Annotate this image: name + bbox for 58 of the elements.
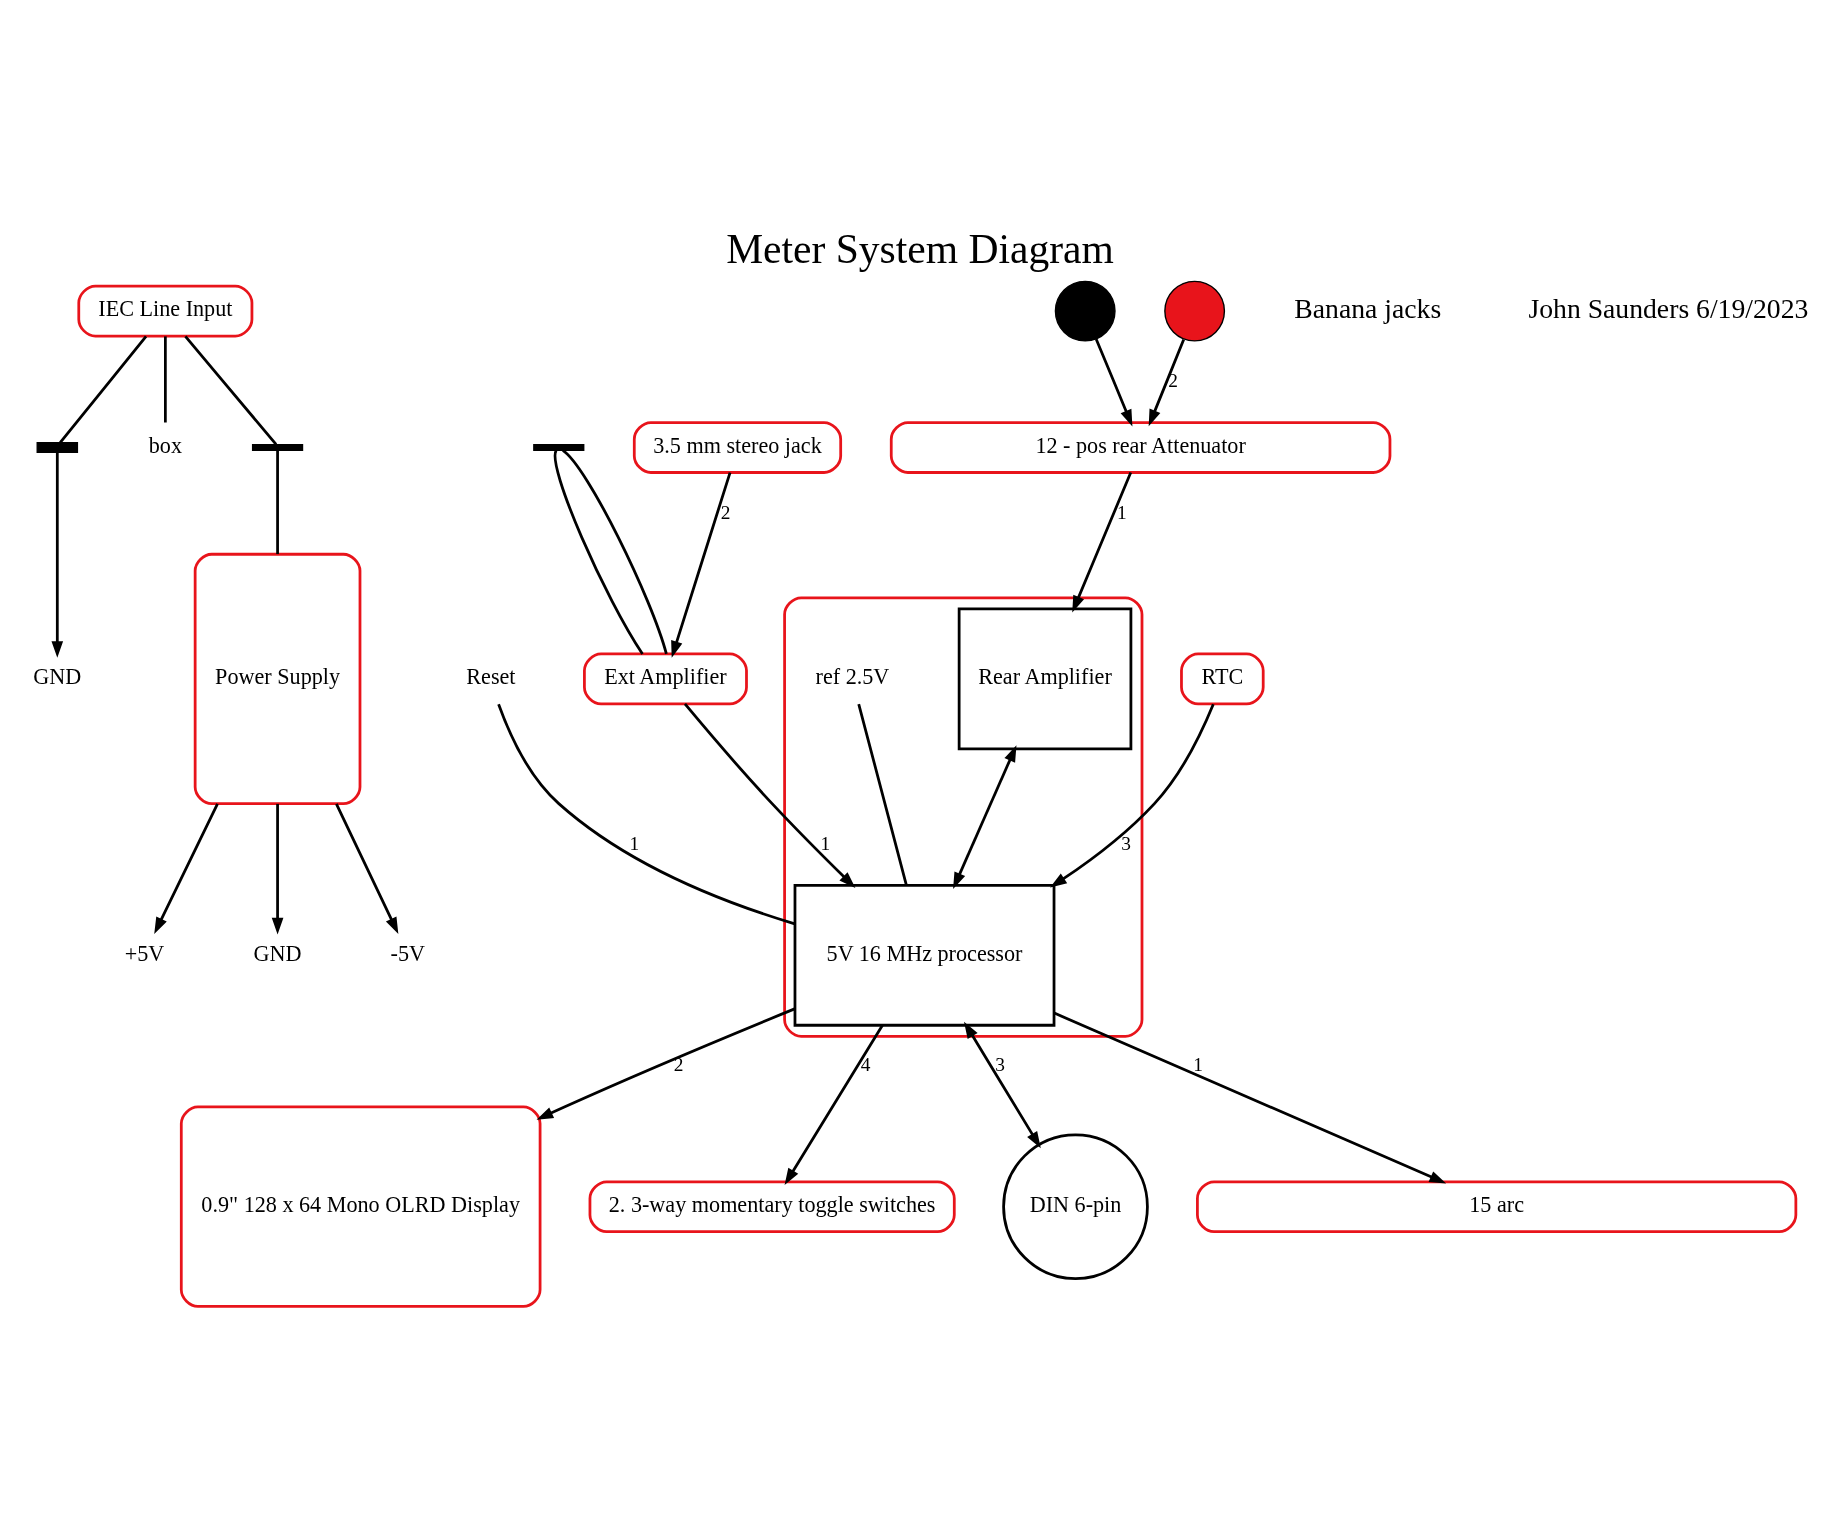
node-circle bbox=[1054, 280, 1116, 342]
arrow bbox=[1148, 338, 1185, 426]
node-box: 12 - pos rear Attenuator bbox=[889, 420, 1392, 474]
edge-label: 2 bbox=[1168, 369, 1179, 391]
node-box: 5V 16 MHz processor bbox=[793, 883, 1056, 1027]
node-box: 3.5 mm stereo jack bbox=[632, 420, 843, 474]
edge-label: 4 bbox=[860, 1053, 871, 1075]
node-box: Ext Amplifier bbox=[583, 652, 748, 705]
node-text: -5V bbox=[390, 940, 426, 966]
edge-label: 3 bbox=[1121, 832, 1131, 854]
edge-label: 1 bbox=[629, 832, 640, 854]
arrow bbox=[1072, 471, 1133, 612]
arrow bbox=[1094, 337, 1133, 426]
arrow bbox=[953, 744, 1017, 889]
node-text: GND bbox=[253, 940, 302, 966]
node-box: Power Supply bbox=[193, 552, 362, 805]
node-box: Rear Amplifier bbox=[957, 607, 1133, 750]
node-switch bbox=[251, 443, 304, 451]
node-circle bbox=[1164, 280, 1226, 342]
connector bbox=[857, 703, 908, 885]
arrow bbox=[271, 803, 284, 934]
node-box: 15 arc bbox=[1196, 1179, 1798, 1233]
connector bbox=[561, 448, 668, 654]
edge-label: 2 bbox=[720, 501, 731, 522]
connector bbox=[553, 449, 644, 655]
connector bbox=[184, 335, 278, 445]
arrow bbox=[671, 471, 732, 658]
connector bbox=[497, 703, 796, 925]
node-box: 0.9" 128 x 64 Mono OLRD Display bbox=[179, 1105, 542, 1308]
label: Banana jacks bbox=[1294, 292, 1442, 324]
arrow bbox=[536, 1007, 796, 1120]
arrow bbox=[683, 702, 856, 888]
label: John Saunders 6/19/2023 bbox=[1528, 292, 1809, 324]
arrow bbox=[154, 802, 219, 934]
arrow bbox=[335, 802, 399, 934]
edge-label: 1 bbox=[820, 832, 831, 854]
edge-label: 1 bbox=[1117, 501, 1127, 522]
edge-label: 1 bbox=[1193, 1053, 1203, 1075]
node-text: box bbox=[148, 432, 182, 458]
arrow bbox=[964, 1021, 1041, 1148]
node-text: Reset bbox=[466, 663, 516, 689]
node-text: GND bbox=[33, 663, 82, 689]
node-switch bbox=[533, 443, 585, 451]
arrow bbox=[1053, 1011, 1447, 1183]
node-box: IEC Line Input bbox=[77, 284, 254, 337]
diagram-title: Meter System Diagram bbox=[726, 225, 1114, 272]
arrow bbox=[784, 1024, 884, 1185]
node-box: RTC bbox=[1180, 652, 1265, 705]
node-capacitor bbox=[36, 441, 79, 453]
arrow bbox=[51, 452, 64, 658]
connector bbox=[59, 335, 148, 444]
connector bbox=[163, 335, 167, 422]
node-text: +5V bbox=[124, 940, 165, 966]
connector bbox=[276, 449, 279, 554]
node-box: 2. 3-way momentary toggle switches bbox=[588, 1179, 956, 1233]
node-text: ref 2.5V bbox=[815, 663, 890, 689]
arrow bbox=[1050, 703, 1215, 887]
edge-label: 3 bbox=[995, 1053, 1005, 1075]
